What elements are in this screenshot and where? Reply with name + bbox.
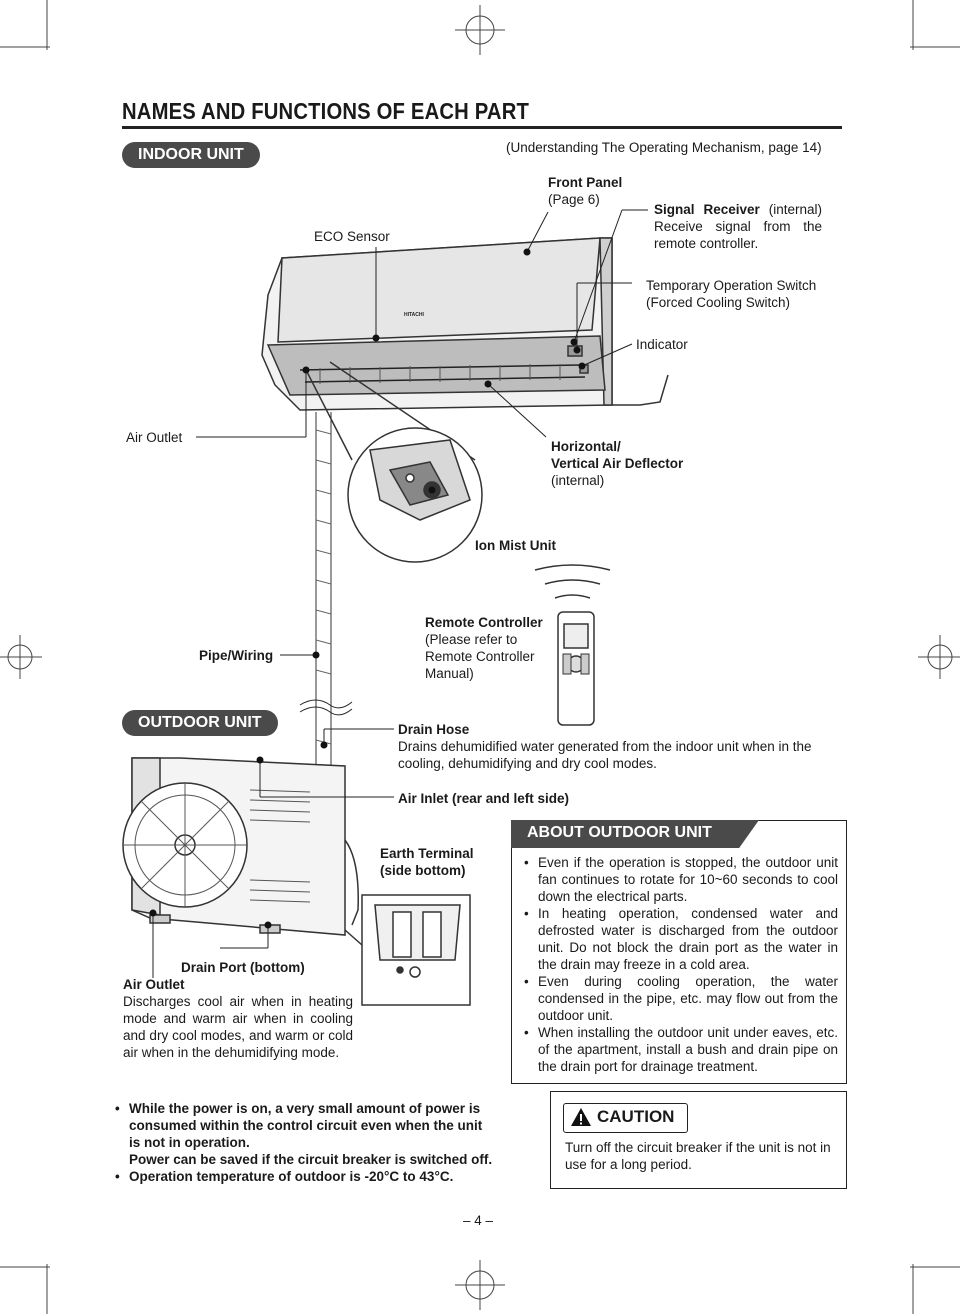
eco-sensor-label: ECO Sensor <box>314 229 390 244</box>
temp-switch-note: (Forced Cooling Switch) <box>646 295 791 310</box>
outdoor-air-outlet-name: Air Outlet <box>123 977 185 992</box>
temp-switch-name: Temporary Operation Switch <box>646 278 817 293</box>
about-outdoor-box: ABOUT OUTDOOR UNIT Even if the operation… <box>511 820 847 1084</box>
power-note: While the power is on, a very small amou… <box>113 1100 533 1168</box>
earth-terminal-line2: (side bottom) <box>380 863 466 878</box>
about-outdoor-title-bg <box>511 820 759 848</box>
indoor-unit-label: INDOOR UNIT <box>122 142 260 168</box>
ion-mist-label: Ion Mist Unit <box>475 538 556 553</box>
power-note-line: is not in operation. <box>129 1135 250 1150</box>
brand-logo: HITACHI <box>404 312 425 318</box>
drain-hose-name: Drain Hose <box>398 722 470 737</box>
about-outdoor-item: In heating operation, condensed water an… <box>522 905 838 973</box>
page-number: – 4 – <box>463 1213 494 1228</box>
earth-terminal-detail <box>344 894 471 1006</box>
temp-switch-label: Temporary Operation Switch (Forced Cooli… <box>646 277 816 311</box>
outdoor-air-outlet-label: Air Outlet Discharges cool air when in h… <box>123 976 353 1061</box>
power-notes: While the power is on, a very small amou… <box>113 1100 533 1185</box>
outdoor-air-outlet-desc: Discharges cool air when in heating mode… <box>123 994 353 1060</box>
about-outdoor-title: ABOUT OUTDOOR UNIT <box>527 824 712 841</box>
about-outdoor-item: Even if the operation is stopped, the ou… <box>522 854 838 905</box>
remote-controller-illustration <box>534 564 611 726</box>
signal-receiver-name: Signal Receiver <box>654 202 760 217</box>
outdoor-unit-label: OUTDOOR UNIT <box>122 710 278 736</box>
indoor-unit-illustration <box>261 237 669 411</box>
reference-note: (Understanding The Operating Mechanism, … <box>506 140 822 155</box>
caution-box: CAUTION Turn off the circuit breaker if … <box>550 1091 847 1189</box>
leader-dots <box>149 248 586 929</box>
remote-note-2: Remote Controller <box>425 649 535 664</box>
pipe-wiring-label: Pipe/Wiring <box>199 648 274 663</box>
deflector-note: (internal) <box>551 473 605 488</box>
caution-title: CAUTION <box>597 1107 675 1126</box>
about-outdoor-item: When installing the outdoor unit under e… <box>522 1024 838 1075</box>
signal-receiver-desc: Receive signal from the remote controlle… <box>654 219 822 251</box>
title-rule <box>122 126 842 129</box>
power-note-line: Power can be saved if the circuit breake… <box>129 1152 493 1167</box>
caution-header: CAUTION <box>563 1103 688 1133</box>
leader-lines <box>152 209 648 978</box>
front-panel-label: Front Panel (Page 6) <box>548 174 622 208</box>
drain-hose-label: Drain Hose Drains dehumidified water gen… <box>398 721 838 772</box>
outdoor-unit-illustration <box>122 757 359 936</box>
about-outdoor-list: Even if the operation is stopped, the ou… <box>522 854 838 1075</box>
pipe-wiring-illustration <box>299 412 353 780</box>
remote-controller-label: Remote Controller (Please refer to Remot… <box>425 614 543 682</box>
deflector-line2: Vertical Air Deflector <box>551 456 684 471</box>
earth-terminal-label: Earth Terminal (side bottom) <box>380 845 474 879</box>
front-panel-note: (Page 6) <box>548 192 600 207</box>
signal-receiver-label: Signal Receiver (internal) Receive signa… <box>654 201 822 252</box>
front-panel-name: Front Panel <box>548 175 623 190</box>
indicator-label: Indicator <box>636 337 688 352</box>
deflector-line1: Horizontal/ <box>551 439 621 454</box>
warning-icon <box>570 1107 592 1132</box>
indoor-air-outlet-label: Air Outlet <box>126 430 183 445</box>
page-title: NAMES AND FUNCTIONS OF EACH PART <box>122 98 530 124</box>
remote-note-1: (Please refer to <box>425 632 518 647</box>
drain-hose-desc: Drains dehumidified water generated from… <box>398 739 812 771</box>
drain-port-label: Drain Port (bottom) <box>181 960 305 975</box>
power-note-line: consumed within the control circuit even… <box>129 1118 483 1133</box>
ion-mist-magnifier <box>304 361 483 563</box>
deflector-label: Horizontal/ Vertical Air Deflector (inte… <box>551 438 683 489</box>
air-inlet-label: Air Inlet (rear and left side) <box>398 791 570 806</box>
earth-terminal-line1: Earth Terminal <box>380 846 474 861</box>
power-note-line: While the power is on, a very small amou… <box>129 1101 481 1116</box>
temperature-note: Operation temperature of outdoor is -20°… <box>113 1168 533 1185</box>
remote-name: Remote Controller <box>425 615 543 630</box>
remote-note-3: Manual) <box>425 666 474 681</box>
caution-text: Turn off the circuit breaker if the unit… <box>565 1140 831 1172</box>
signal-receiver-suffix: (internal) <box>759 202 822 217</box>
about-outdoor-item: Even during cooling operation, the water… <box>522 973 838 1024</box>
